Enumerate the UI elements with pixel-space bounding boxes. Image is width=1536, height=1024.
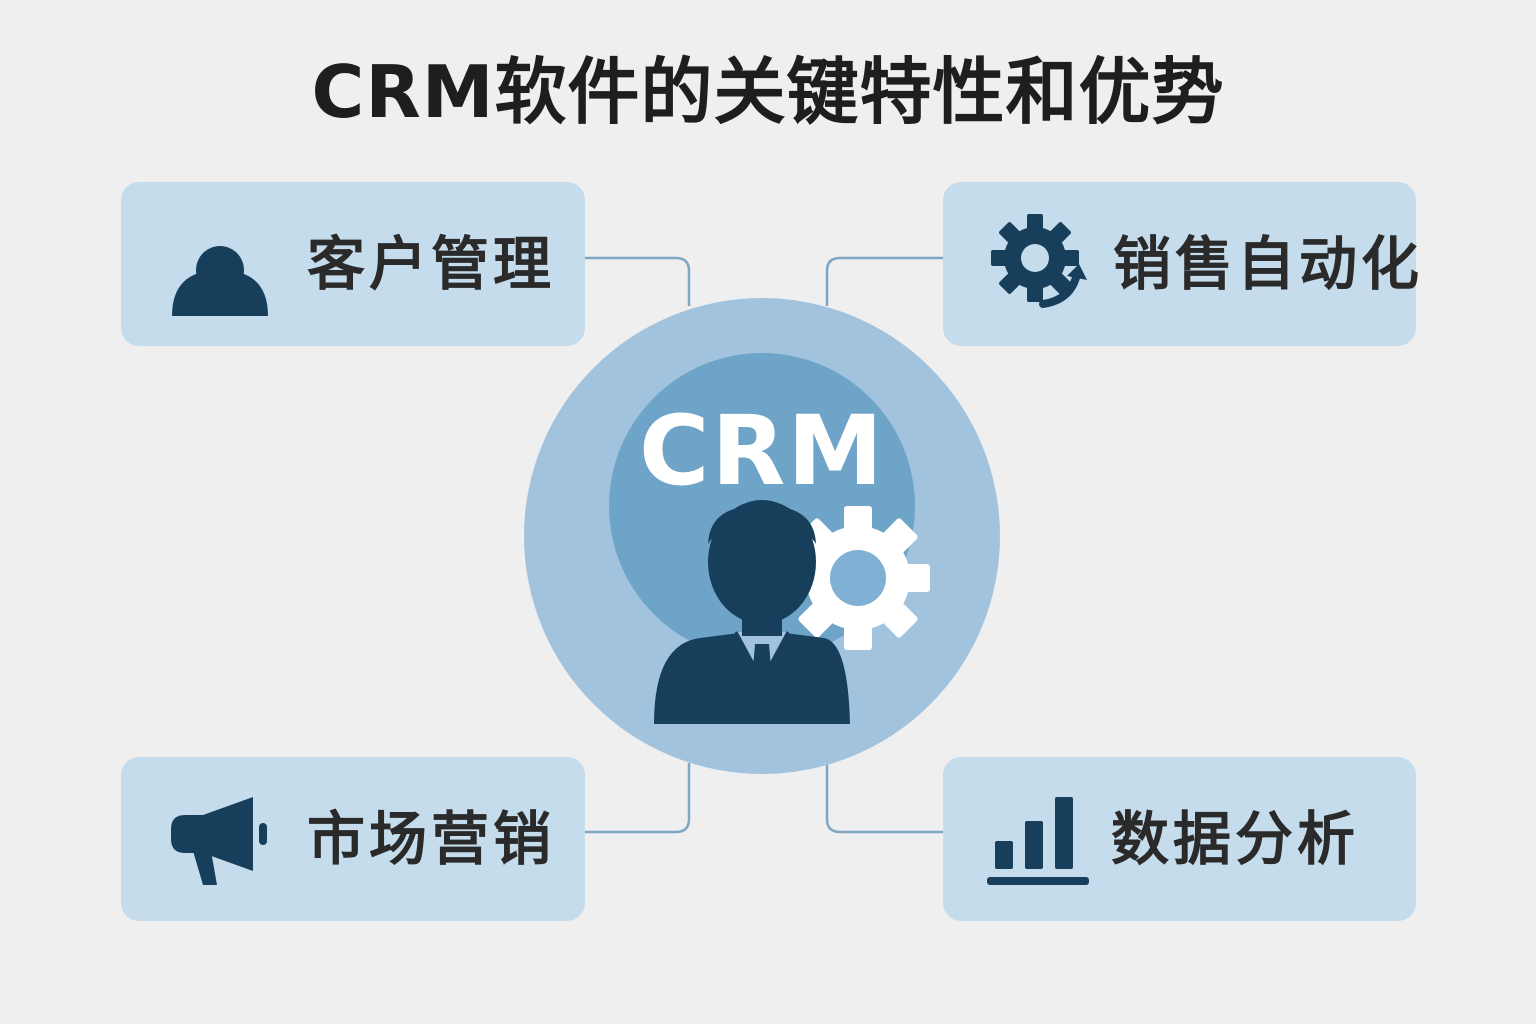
- feature-card-customer-management: 客户管理: [121, 182, 585, 346]
- megaphone-icon: [171, 797, 267, 885]
- hub-graphic: [524, 298, 1000, 774]
- crm-hub: CRM: [524, 298, 1000, 774]
- feature-card-sales-automation: 销售自动化: [943, 182, 1419, 346]
- feature-label-data-analysis: 数据分析: [1111, 805, 1360, 873]
- feature-card-marketing: 市场营销: [121, 757, 585, 921]
- businessman-icon: [654, 500, 850, 724]
- user-icon: [172, 246, 268, 316]
- feature-label-sales-automation: 销售自动化: [1113, 230, 1424, 298]
- gear-icon: [786, 506, 930, 650]
- connector-line-top-left: [585, 256, 691, 306]
- feature-card-data-analysis: 数据分析: [943, 757, 1416, 921]
- bar-chart-icon: [987, 797, 1089, 885]
- hub-label: CRM: [639, 395, 885, 507]
- feature-label-customer-management: 客户管理: [307, 230, 556, 298]
- feature-label-marketing: 市场营销: [307, 805, 556, 873]
- connector-line-bottom-right: [825, 763, 943, 834]
- connector-line-top-right: [825, 256, 943, 306]
- page-title: CRM软件的关键特性和优势: [311, 50, 1225, 134]
- connector-line-bottom-left: [585, 763, 691, 834]
- gear-cycle-icon: [991, 214, 1087, 308]
